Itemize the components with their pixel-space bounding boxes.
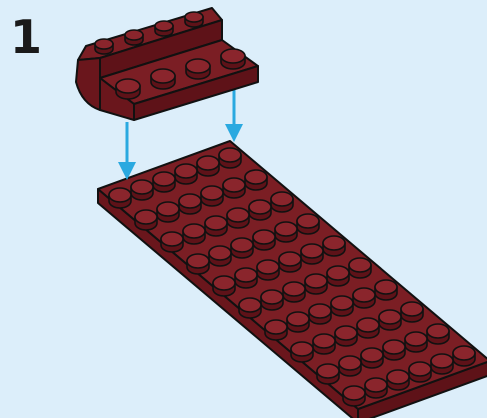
plate-stud: [248, 199, 272, 221]
plate-stud: [330, 295, 354, 317]
plate-stud: [290, 341, 314, 363]
plate-stud: [238, 297, 262, 319]
plate-stud: [196, 155, 220, 177]
brick-back-stud: [154, 20, 174, 37]
plate-stud: [282, 281, 306, 303]
plate-stud: [452, 345, 476, 367]
placement-arrows: [118, 85, 243, 180]
plate-stud: [252, 229, 276, 251]
plate-stud: [134, 209, 158, 231]
brick-back-stud: [124, 29, 144, 46]
plate-stud: [304, 273, 328, 295]
plate-stud: [208, 245, 232, 267]
plate-stud: [326, 265, 350, 287]
plate-stud: [386, 369, 410, 391]
plate-stud: [382, 339, 406, 361]
plate-stud: [352, 287, 376, 309]
plate-stud: [274, 221, 298, 243]
plate-stud: [186, 253, 210, 275]
plate-stud: [404, 331, 428, 353]
brick-back-stud: [184, 11, 204, 28]
plate-stud: [200, 185, 224, 207]
plate-stud: [374, 279, 398, 301]
plate-stud: [430, 353, 454, 375]
brick-front-stud: [185, 58, 211, 80]
brick-front-stud: [150, 68, 176, 90]
plate-stud: [152, 171, 176, 193]
plate-stud: [256, 259, 280, 281]
plate-stud: [270, 191, 294, 213]
plate-stud: [296, 213, 320, 235]
plate-stud: [108, 187, 132, 209]
base-plate: [97, 140, 487, 418]
down-arrow-icon: [225, 85, 243, 142]
plate-stud: [312, 333, 336, 355]
plate-stud: [378, 309, 402, 331]
plate-stud: [264, 319, 288, 341]
plate-stud: [408, 361, 432, 383]
plate-stud: [360, 347, 384, 369]
plate-stud: [334, 325, 358, 347]
plate-stud: [260, 289, 284, 311]
plate-stud: [182, 223, 206, 245]
plate-stud: [212, 275, 236, 297]
plate-stud: [218, 147, 242, 169]
plate-stud: [338, 355, 362, 377]
plate-stud: [364, 377, 388, 399]
plate-stud: [400, 301, 424, 323]
brick-front-stud: [115, 78, 141, 100]
plate-stud: [244, 169, 268, 191]
plate-stud: [278, 251, 302, 273]
plate-stud: [204, 215, 228, 237]
plate-stud: [222, 177, 246, 199]
plate-stud: [356, 317, 380, 339]
plate-stud: [322, 235, 346, 257]
top-brick: [75, 7, 259, 121]
plate-stud: [230, 237, 254, 259]
plate-stud: [174, 163, 198, 185]
plate-stud: [156, 201, 180, 223]
down-arrow-icon: [118, 122, 136, 180]
plate-stud: [426, 323, 450, 345]
plate-stud: [300, 243, 324, 265]
plate-stud: [226, 207, 250, 229]
plate-stud: [234, 267, 258, 289]
plate-stud: [286, 311, 310, 333]
plate-stud: [342, 385, 366, 407]
brick-back-stud: [94, 38, 114, 55]
brick-curved-end: [75, 57, 101, 111]
plate-stud: [130, 179, 154, 201]
step-number: 1: [10, 10, 43, 64]
plate-stud: [178, 193, 202, 215]
plate-stud: [316, 363, 340, 385]
plate-stud: [348, 257, 372, 279]
plate-stud: [160, 231, 184, 253]
plate-stud: [308, 303, 332, 325]
brick-front-stud: [220, 48, 246, 70]
